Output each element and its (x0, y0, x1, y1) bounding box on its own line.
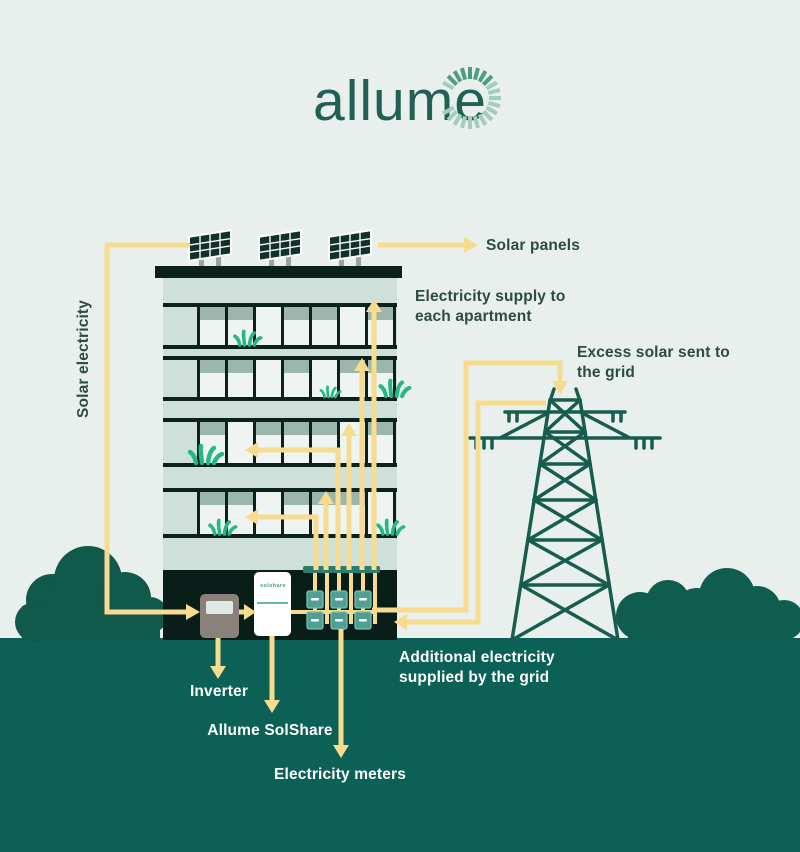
label-solshare-bold: SolShare (264, 722, 333, 739)
window-pane (228, 422, 253, 463)
window-pane (284, 373, 309, 397)
window-pane (256, 492, 281, 534)
balcony-plants (187, 329, 412, 536)
arrowhead-into-solshare (244, 604, 256, 620)
window-transom (228, 492, 253, 505)
window-transom (228, 360, 253, 373)
power-flow-lines (104, 242, 563, 745)
window-pane (200, 373, 225, 397)
bush-left (15, 546, 168, 642)
label-inverter: Inverter (189, 683, 249, 700)
plant-icon (187, 443, 225, 466)
plant-icon (376, 518, 406, 536)
window-transom (200, 307, 225, 320)
solar-panel-icon (328, 229, 372, 266)
window-transom (284, 360, 309, 373)
arrowhead-floor2 (354, 358, 370, 371)
arrowhead-floor3 (341, 423, 357, 436)
solshare-device (254, 572, 291, 636)
sunburst-ray (488, 100, 501, 108)
window-transom (284, 307, 309, 320)
arrowheads (186, 237, 568, 758)
window-pane (340, 307, 365, 345)
logo-prefix: allum (313, 69, 455, 133)
label-additional-electricity: Additional electricity supplied by the g… (399, 649, 555, 686)
window-transom (312, 422, 337, 435)
window-pane (312, 320, 337, 345)
window-transom (200, 422, 225, 435)
label-electricity-supply: Electricity supply to each apartment (415, 288, 566, 325)
solar-panels-group (188, 229, 372, 266)
window-transom (200, 492, 225, 505)
arrowhead-into-inverter (186, 604, 200, 620)
label-solar-electricity: Solar electricity (75, 300, 92, 418)
transmission-tower-icon (468, 387, 662, 642)
arrowhead-from-grid (394, 614, 407, 630)
solar-panel-icon (258, 229, 302, 266)
arrowhead-solar-panels (464, 237, 478, 253)
arrowhead-floor3-left (245, 442, 258, 458)
sunburst-ray (488, 88, 501, 96)
floor-slabs (163, 303, 397, 538)
arrowhead-floor1 (366, 299, 382, 312)
sunburst-ray (485, 80, 499, 91)
ground (0, 638, 800, 852)
window-transom (340, 492, 365, 505)
window-transom (256, 422, 281, 435)
label-solar-panels: Solar panels (486, 237, 580, 254)
window-transom (228, 307, 253, 320)
solar-panel-icon (188, 229, 232, 266)
plant-icon (378, 378, 412, 399)
window-pane (256, 360, 281, 397)
plant-icon (208, 518, 238, 536)
bush-right (616, 568, 800, 640)
window-transom (284, 422, 309, 435)
window-pane (228, 373, 253, 397)
plant-icon (319, 385, 342, 399)
sunburst-ray (485, 105, 499, 116)
flow-supply-floor3-left (258, 447, 341, 570)
window-pane (200, 320, 225, 345)
label-electricity-meters: Electricity meters (274, 766, 406, 783)
arrowhead-to-grid (552, 381, 568, 395)
arrowhead-floor4-left (245, 509, 258, 525)
arrowhead-meters-callout (333, 745, 349, 758)
window-transom (200, 360, 225, 373)
solshare-device-label: solshare (260, 583, 286, 589)
logo-e-wrap: e (442, 67, 502, 134)
flow-supply-floor4-left (258, 514, 319, 570)
electricity-meters-group (306, 590, 372, 630)
label-allume-prefix: Allume (207, 722, 260, 739)
window-transom (312, 307, 337, 320)
building-roof (155, 266, 402, 278)
flow-excess-to-grid (372, 360, 563, 613)
window-transom (284, 492, 309, 505)
arrowhead-solshare-callout (264, 700, 280, 713)
window-pane (284, 320, 309, 345)
inverter-device (200, 594, 239, 638)
label-allume-solshare: Allume SolShare (170, 721, 370, 741)
logo-e: e (454, 69, 487, 133)
flow-solar-electricity (104, 242, 190, 615)
arrowhead-floor4 (318, 491, 334, 504)
flow-grid-to-building (407, 400, 546, 625)
plant-icon (233, 329, 263, 347)
arrowhead-inverter-callout (210, 666, 226, 679)
label-excess-solar: Excess solar sent to the grid (577, 344, 730, 381)
